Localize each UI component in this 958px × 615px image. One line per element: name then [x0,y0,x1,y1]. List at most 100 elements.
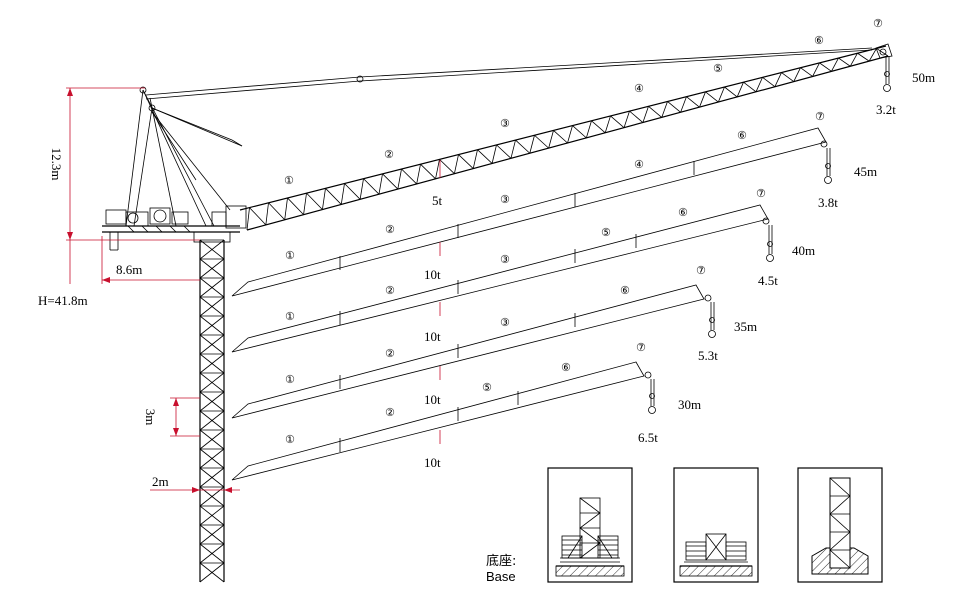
base-label-en: Base [486,569,516,584]
lattice-member [287,197,304,215]
mast-section-label: 3m [143,409,158,426]
pendant-tie-rod [145,47,873,100]
tip-load-40m: 4.5t [758,273,778,288]
section-number: ④ [634,82,644,95]
lattice-member [325,188,342,205]
tower-mast [199,239,225,583]
lattice-member [642,106,649,123]
lattice-member [717,86,725,103]
lattice-member [629,110,644,123]
section-number: ⑦ [696,264,706,277]
section-number: ④ [634,158,644,171]
radius-30m: 30m [678,397,701,412]
radius-35m: 35m [734,319,757,334]
lattice-member [534,134,549,149]
mast-width-label: 2m [152,474,169,489]
lattice-member [199,277,225,298]
section-number: ① [285,249,295,262]
lattice-member [249,207,267,226]
lattice-member [838,57,851,67]
lattice-member [699,91,706,108]
lattice-member [246,207,250,231]
lattice-member [401,168,417,185]
lattice-member [743,81,757,93]
lattice-member [199,296,225,317]
lattice-member [781,72,794,82]
section-number: ② [385,284,395,297]
top-height-label: 12.3m [49,148,64,181]
lattice-member [876,48,889,57]
section-number: ⑥ [561,361,571,374]
tip-load-50m: 3.2t [876,102,896,117]
counter-jib-label: 8.6m [116,262,142,277]
lattice-member [199,353,225,374]
lattice-member [705,91,719,103]
hook-50m [879,48,891,92]
lattice-member [359,178,364,200]
section-number: ⑥ [620,284,630,297]
section-number: ⑦ [756,187,766,200]
lattice-member [199,467,225,488]
lattice-member [363,178,380,195]
lattice-member [793,67,801,82]
lattice-member [667,101,681,113]
lattice-member [382,173,399,190]
lattice-member [762,77,776,88]
lattice-member [857,52,870,62]
lattice-member [529,135,535,154]
section-number: ② [384,148,394,161]
lattice-member [755,77,763,92]
section-number: ⑥ [737,129,747,142]
lattice-member [199,524,225,545]
section-number: ⑦ [636,341,646,354]
lattice-member [416,164,421,185]
total-height-label: H=41.8m [38,293,88,308]
lattice-member [199,429,225,450]
base-type-2 [673,467,759,583]
lattice-member [322,188,326,210]
lattice-member [591,120,606,134]
max-load-45m: 10t [424,267,441,282]
lattice-member [491,144,497,164]
lattice-member [420,163,436,180]
lattice-member [435,159,440,179]
hook-40m [762,217,774,262]
max-load-30m: 10t [424,455,441,470]
lattice-member [680,96,687,113]
tip-load-30m: 6.5t [638,430,658,445]
jib-45m-section-numbers: ① ② ③ ④ ⑥ ⑦ [285,110,825,262]
lattice-member [774,72,782,87]
radius-50m: 50m [912,70,935,85]
lattice-member [397,168,402,190]
section-number: ② [385,347,395,360]
lattice-member [303,193,307,215]
lattice-member [199,334,225,355]
lattice-member [812,62,820,77]
section-number: ① [285,373,295,386]
lattice-member [439,159,455,174]
lattice-member [585,120,592,138]
tip-load-45m: 3.8t [818,195,838,210]
jib-35m-section-numbers: ① ② ③ ⑥ ⑦ [285,264,706,386]
section-number: ⑥ [814,34,824,47]
jib-30m [231,361,645,481]
lattice-member [453,154,459,174]
jib-35m [231,284,705,419]
lattice-member [199,391,225,412]
lattice-member [199,562,225,583]
section-number: ② [385,223,395,236]
section-number: ③ [500,316,510,329]
section-number: ⑤ [713,62,723,75]
lattice-member [553,130,568,144]
lattice-member [623,110,630,128]
section-number: ⑤ [601,226,611,239]
section-number: ⑦ [815,110,825,123]
lattice-member [610,115,625,128]
section-number: ③ [500,193,510,206]
jib-50m-lattice [239,43,893,231]
section-number: ③ [500,117,510,130]
max-load-40m: 10t [424,329,441,344]
lattice-member [515,139,531,154]
lattice-member [199,258,225,279]
